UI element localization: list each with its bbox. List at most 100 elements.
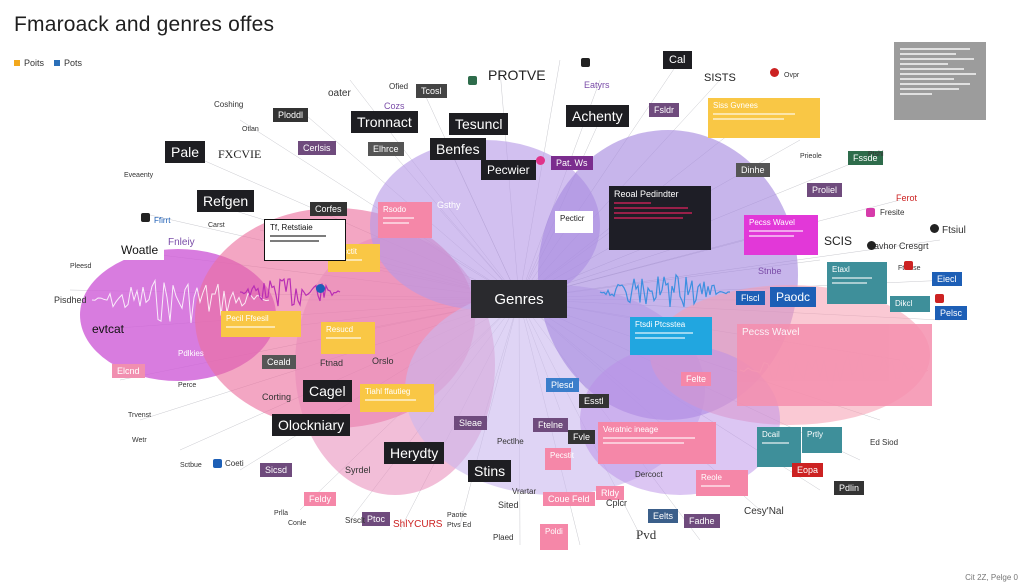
yellow-box-2[interactable]: Resucd (321, 322, 375, 354)
badge-olockniary[interactable]: Olockniary (272, 414, 351, 436)
pink-panel-right: Pecss Wavel (737, 324, 932, 406)
chip-blue-5[interactable]: Flscl (736, 291, 765, 305)
chip-red-1[interactable]: Eopa (792, 463, 824, 477)
badge-benfes[interactable]: Benfes (430, 138, 486, 160)
label: Plaed (493, 533, 514, 542)
chip-dark-5[interactable]: Ceald (262, 355, 296, 369)
footer-caption: Cit 2Z, Pelge 0 (965, 573, 1018, 582)
badge-cal[interactable]: Cal (663, 51, 692, 69)
chip-dark-4[interactable]: Ploddl (273, 108, 309, 122)
pink-box-1[interactable]: Rsodo (378, 202, 432, 238)
pink-box-6[interactable]: Poldi (540, 524, 568, 550)
badge-refgen[interactable]: Refgen (197, 190, 255, 212)
teal-box-2[interactable]: Dikcl (890, 296, 930, 312)
blue-dot-icon[interactable] (316, 284, 325, 293)
record-icon[interactable] (770, 68, 779, 77)
heading-protve: PROTVE (488, 67, 546, 83)
waveform-right (599, 273, 730, 307)
chip-dark-3[interactable]: Corfes (310, 202, 347, 216)
red-square-icon[interactable] (935, 294, 944, 303)
pink-box-5[interactable]: Reole (696, 470, 748, 496)
legend-label: Pots (64, 58, 83, 68)
yellow-box-4[interactable]: Tiahl ffautieg (360, 384, 434, 412)
badge-tronnact[interactable]: Tronnact (351, 111, 418, 133)
chip-dark-9[interactable]: Fvle (568, 430, 596, 444)
badge-herydty[interactable]: Herydty (384, 442, 445, 464)
badge-tesuncl[interactable]: Tesuncl (449, 113, 509, 135)
chip-pink-4[interactable]: Feldy (304, 492, 337, 506)
badge-pecwier[interactable]: Pecwier (481, 160, 536, 180)
red-square-icon[interactable] (904, 261, 913, 270)
chip-dark-8[interactable]: Esstl (579, 394, 609, 408)
label: Orslo (372, 356, 394, 366)
label: Prieole (800, 153, 822, 160)
yellow-box-5[interactable]: Pecil Ffsesil (221, 311, 301, 337)
avatar-icon[interactable] (867, 241, 876, 250)
pink-box-4[interactable]: Veratnic ineage (598, 422, 716, 464)
chip-dark-1[interactable]: Elhrce (368, 142, 404, 156)
chip-purple-1[interactable]: Pat. Ws (551, 156, 593, 170)
teal-box-3[interactable]: Dcail (757, 427, 801, 467)
badge-pale[interactable]: Pale (165, 141, 206, 163)
chip-dark-2[interactable]: Tcosl (416, 84, 447, 98)
badge-woatle[interactable]: Woatle (115, 240, 165, 260)
label: Coeti (225, 459, 244, 468)
notes-panel (894, 42, 986, 120)
chip-purple-8[interactable]: Fsldr (649, 103, 679, 117)
dark-box-3[interactable]: Pecticr (555, 211, 593, 233)
yellow-box-1[interactable]: Siss Gvnees (708, 98, 820, 138)
chip-blue-4[interactable]: Pelsc (935, 306, 968, 320)
chip-pink-2[interactable]: Rldy (596, 486, 625, 500)
page-title: Fmaroack and genres offes (14, 13, 275, 36)
center-node-genres[interactable]: Genres (471, 280, 567, 318)
label: Fnleiy (168, 237, 195, 248)
heading-sists: SISTS (704, 72, 736, 84)
label: Ptvs Ed (447, 522, 472, 529)
chip-purple-5[interactable]: Fadhe (684, 514, 720, 528)
chip-purple-4[interactable]: Ftelne (533, 418, 569, 432)
chip-pink-3[interactable]: Coue Feld (543, 492, 595, 506)
label: Trvenst (128, 412, 152, 419)
pink-dot-icon[interactable] (536, 156, 545, 165)
dark-square-icon[interactable] (581, 58, 590, 67)
circle-logo-icon[interactable] (930, 224, 939, 233)
badge-paodc[interactable]: Paodc (770, 287, 817, 307)
dark-box-1[interactable]: Reoal Pedindter (609, 186, 711, 250)
badge-stins[interactable]: Stins (468, 460, 512, 482)
chip-dark-6[interactable]: Dinhe (736, 163, 770, 177)
dark-box-2[interactable]: Tf, Retstiaie (264, 219, 346, 261)
green-square-icon[interactable] (468, 76, 477, 85)
pink-box-3[interactable]: Pecstit (545, 448, 574, 470)
chip-purple-3[interactable]: Sleae (454, 416, 488, 430)
label: Cesy'Nal (744, 506, 784, 517)
badge-achenty[interactable]: Achenty (566, 105, 629, 127)
heading-evtcat: evtcat (92, 322, 125, 336)
chip-purple-7[interactable]: Ptoc (362, 512, 391, 526)
square-icon[interactable] (141, 213, 150, 222)
chip-pink-1[interactable]: Felte (681, 372, 712, 386)
teal-box-4[interactable]: Prtly (802, 427, 842, 453)
pink-box-2[interactable]: Pecss Wavel (744, 215, 818, 255)
chip-purple-2[interactable]: Cerlsis (298, 141, 336, 155)
blue-box-1[interactable]: Ftsdi Ptcsstea (630, 317, 712, 355)
blue-square-icon[interactable] (213, 459, 222, 468)
label: oater (328, 88, 351, 99)
chip-purple-9[interactable]: Proliel (807, 183, 843, 197)
label: Vrartar (512, 487, 537, 496)
label: Stnbe (758, 266, 782, 276)
legend-swatch (54, 60, 61, 66)
label: Carst (208, 222, 225, 229)
chip-pink-5[interactable]: Elcnd (112, 364, 145, 378)
instagram-icon[interactable] (866, 208, 875, 217)
chip-green-1[interactable]: Fssde (848, 151, 883, 165)
label: ShlYCURS (393, 519, 443, 530)
label: Pleesd (70, 263, 92, 270)
chip-purple-6[interactable]: Sicsd (260, 463, 293, 477)
chip-blue-2[interactable]: Eelts (648, 509, 679, 523)
chip-blue-1[interactable]: Plesd (546, 378, 579, 392)
badge-cagel[interactable]: Cagel (303, 380, 352, 402)
chip-blue-3[interactable]: Eiecl (932, 272, 962, 286)
teal-box-1[interactable]: Etaxl (827, 262, 887, 304)
label: Corting (262, 392, 292, 402)
chip-dark-7[interactable]: Pdlin (834, 481, 865, 495)
